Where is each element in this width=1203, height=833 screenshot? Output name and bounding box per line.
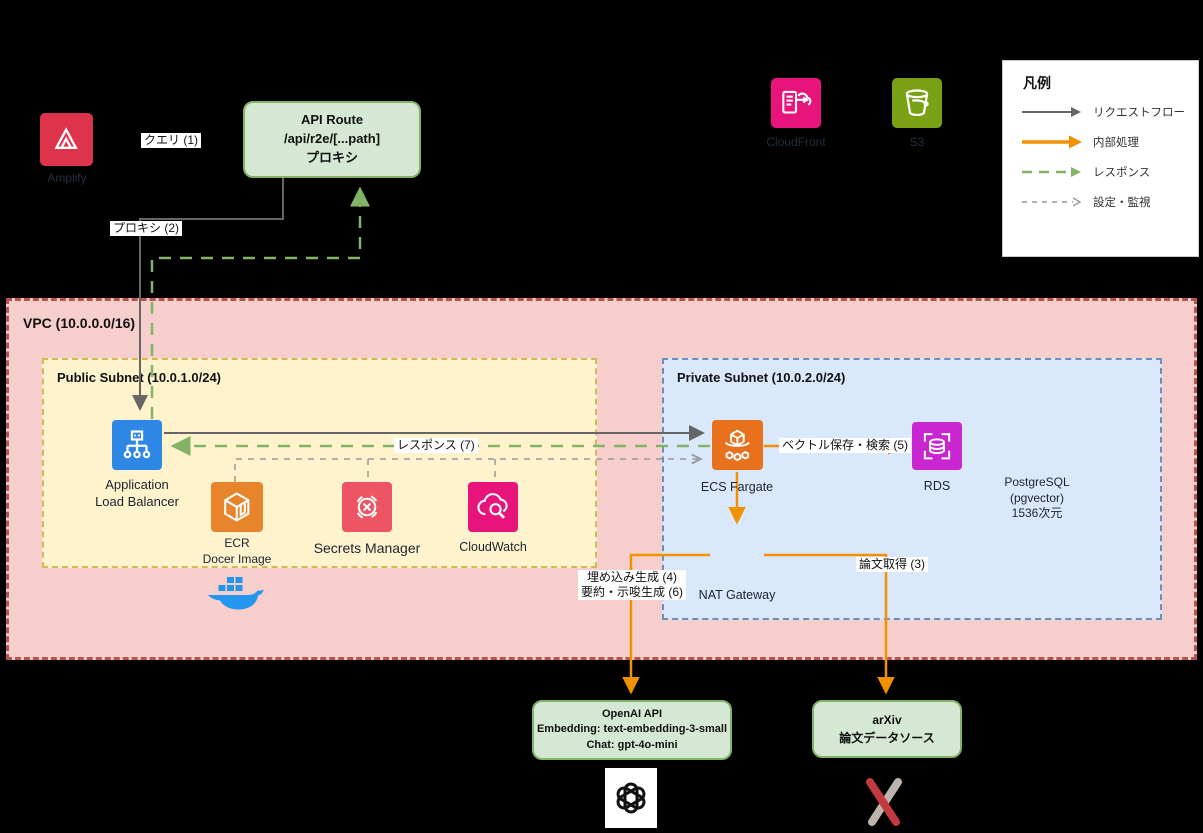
rds-icon (912, 422, 962, 470)
postgresql-label-line2: (pgvector) (1009, 490, 1065, 505)
legend-row-internal: 内部処理 (1021, 135, 1191, 149)
secrets-manager-icon (342, 482, 392, 532)
cloudfront-icon (771, 78, 821, 128)
vpc-label: VPC (10.0.0.0/16) (23, 315, 136, 331)
ecr-icon (211, 482, 263, 532)
public-subnet-label: Public Subnet (10.0.1.0/24) (57, 370, 221, 385)
legend-box: 凡例 リクエストフロー 内部処理 レスポンス 設定・監視 (1002, 60, 1199, 257)
s3-icon (892, 78, 942, 128)
flow-label-proxy: プロキシ (2) (110, 221, 183, 236)
legend-arrow-monitor-icon (1022, 197, 1082, 207)
ecr-label-line2: Docer Image (202, 551, 272, 566)
private-subnet-label: Private Subnet (10.0.2.0/24) (677, 370, 846, 385)
openai-box-line3: Chat: gpt-4o-mini (586, 738, 678, 751)
api-route-line3: プロキシ (305, 149, 358, 165)
legend-row-response: レスポンス (1021, 165, 1191, 179)
legend-label-request: リクエストフロー (1093, 107, 1185, 119)
alb-label-line2: Load Balancer (95, 493, 179, 509)
ecr-label: ECR Docer Image (177, 536, 297, 567)
legend-row-request: リクエストフロー (1021, 105, 1191, 119)
arxiv-box: arXiv 論文データソース (812, 700, 962, 758)
cloudfront-label: CloudFront (766, 135, 826, 149)
amplify-label: Amplify (47, 171, 87, 185)
ecs-fargate-label: ECS Fargate (700, 480, 774, 494)
legend-arrow-request-icon (1022, 107, 1081, 117)
api-route-line2: /api/r2e/[...path] (283, 131, 381, 147)
legend-title: 凡例 (1023, 75, 1051, 91)
openai-logo-icon (605, 768, 657, 828)
flow-label-embedding: 埋め込み生成 (4) (587, 570, 678, 584)
openai-box-line1: OpenAI API (601, 707, 663, 720)
ecs-fargate-icon (712, 420, 763, 470)
flow-label-embedding-summary: 埋め込み生成 (4) 要約・示唆生成 (6) (578, 570, 687, 600)
s3-label: S3 (909, 135, 925, 149)
openai-api-box: OpenAI API Embedding: text-embedding-3-s… (532, 700, 732, 760)
postgresql-label-line3: 1536次元 (1011, 506, 1063, 521)
ecr-label-line1: ECR (224, 536, 250, 550)
legend-row-monitor: 設定・監視 (1021, 195, 1191, 209)
nat-gateway-label: NAT Gateway (698, 588, 776, 602)
application-load-balancer-label: Application Load Balancer (72, 477, 202, 511)
cloudwatch-label: CloudWatch (459, 540, 527, 554)
flow-label-query: クエリ (1) (141, 133, 202, 148)
postgresql-label-line1: PostgreSQL (1004, 475, 1070, 489)
api-route-box: API Route /api/r2e/[...path] プロキシ (243, 101, 421, 178)
flow-label-summary: 要約・示唆生成 (6) (581, 585, 684, 599)
arxiv-box-line2: 論文データソース (839, 731, 935, 745)
flow-label-paper-fetch: 論文取得 (3) (856, 557, 929, 572)
api-route-line1: API Route (300, 112, 364, 128)
legend-label-internal: 内部処理 (1093, 137, 1139, 149)
arxiv-box-line1: arXiv (872, 713, 902, 727)
legend-arrow-internal-icon (1022, 135, 1082, 149)
private-subnet-container (662, 358, 1162, 620)
alb-label-line1: Application (105, 477, 169, 492)
postgresql-label: PostgreSQL (pgvector) 1536次元 (977, 475, 1097, 522)
cloudwatch-icon (468, 482, 518, 532)
openai-box-line2: Embedding: text-embedding-3-small (536, 723, 728, 736)
flow-label-vector-save-search: ベクトル保存・検索 (5) (779, 438, 912, 453)
application-load-balancer-icon (112, 420, 162, 470)
legend-label-monitor: 設定・監視 (1093, 197, 1151, 209)
arxiv-logo-icon (860, 776, 908, 828)
flow-label-response: レスポンス (7) (394, 438, 478, 453)
amplify-icon (40, 113, 93, 166)
legend-arrow-response-icon (1022, 167, 1081, 177)
docker-logo-icon (206, 574, 266, 624)
secrets-manager-label: Secrets Manager (313, 540, 421, 556)
legend-label-response: レスポンス (1093, 167, 1151, 179)
rds-label: RDS (923, 479, 951, 493)
